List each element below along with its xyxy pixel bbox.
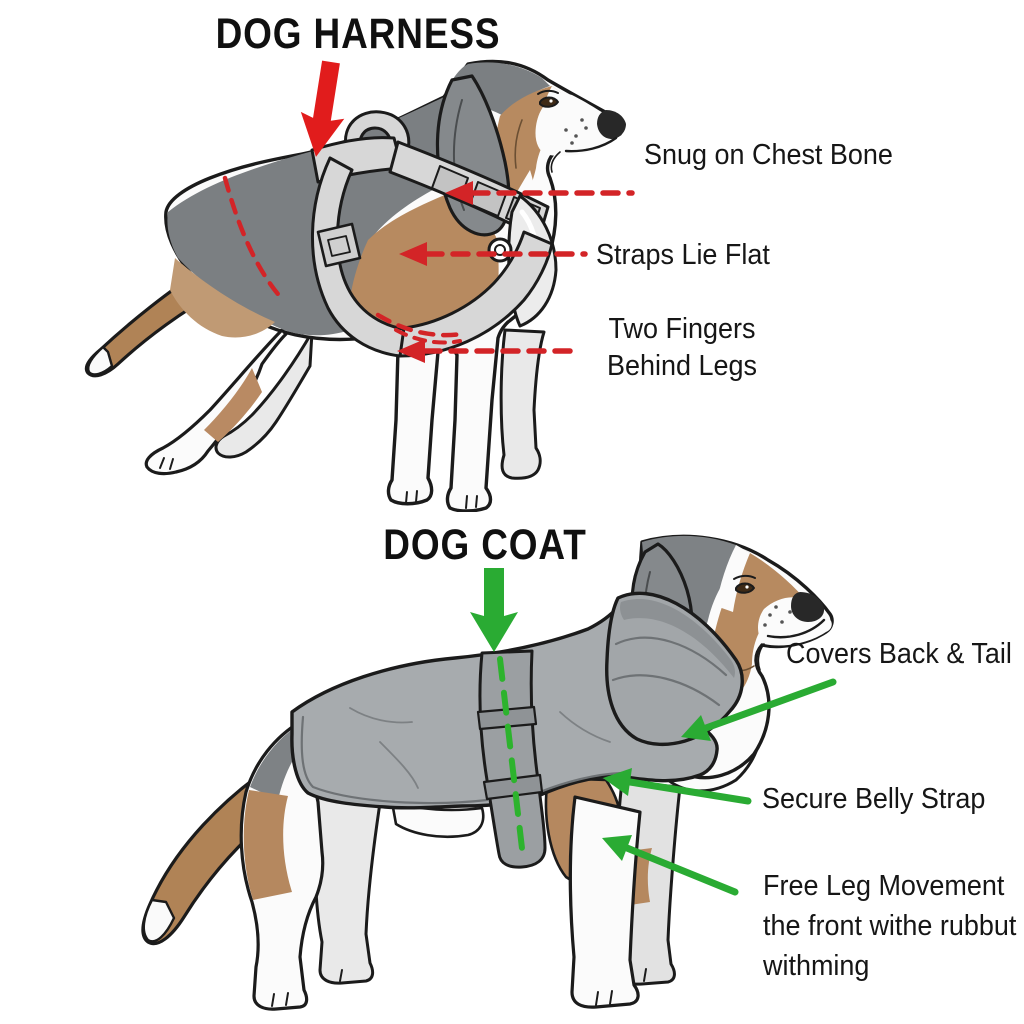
dog2-whisker-dots [763, 605, 792, 627]
harness-title: DOG HARNESS [215, 10, 501, 58]
dog1-chin-line [550, 151, 561, 173]
dashed-girth-curve [394, 328, 462, 345]
dog1-toe-lines [159, 457, 478, 509]
green-arrowhead-icon [602, 835, 632, 861]
green-down-arrow-icon [470, 568, 518, 652]
label-free-leg-movement: Free Leg Movement the front withe rubbut… [763, 870, 1017, 982]
dog2-near-front-leg [568, 795, 642, 1009]
dog2-near-hind-leg [239, 720, 325, 1011]
red-arrowhead-icon [445, 181, 473, 205]
dog1-muzzle [535, 92, 619, 156]
dog1-eye [537, 89, 559, 108]
dashed-girth-curve [375, 312, 465, 338]
harness-annotations [222, 60, 635, 363]
harness-buckle [316, 222, 362, 268]
green-arrowhead-icon [603, 768, 632, 796]
label-snug-chest-bone: Snug on Chest Bone [644, 139, 893, 171]
dog2-belly-white [390, 800, 485, 839]
green-dashed-fit-line [497, 656, 526, 860]
dog1-near-hind-leg [144, 328, 288, 476]
dog1-nose [597, 110, 626, 139]
coat-title: DOG COAT [383, 521, 587, 569]
pointer-leg-movement [623, 844, 739, 896]
coat-annotations [470, 568, 837, 896]
dog1-thigh-patch [170, 258, 275, 338]
dog2-eye [733, 574, 756, 594]
label-straps-lie-flat: Straps Lie Flat [596, 239, 770, 271]
dog2-chin-line [757, 643, 765, 671]
dog1-mouth [564, 136, 618, 153]
green-arrowhead-icon [681, 715, 711, 741]
harness-dog-illustration [84, 59, 635, 512]
dog1-far-front-leg [499, 328, 546, 480]
coat-hem-piping [300, 715, 489, 805]
harness-girth-strap [398, 230, 554, 358]
dog1-far-hind-leg [214, 330, 314, 459]
dog2-mouth [766, 618, 826, 639]
dog1-cheek-line [514, 119, 523, 169]
coat-dog-illustration [141, 534, 837, 1011]
label-covers-back-tail: Covers Back & Tail [786, 638, 1012, 670]
pointer-covers-back [702, 678, 837, 732]
label-secure-belly-strap: Secure Belly Strap [762, 783, 986, 815]
dog2-nose [791, 592, 825, 622]
red-down-arrow-icon [300, 60, 345, 157]
red-arrowhead-icon [397, 339, 425, 363]
dog2-toe-lines [271, 968, 647, 1007]
dog2-blaze [716, 545, 750, 612]
dog1-whisker-dots [564, 118, 588, 145]
strap-slide [482, 773, 544, 801]
harness-d-ring-icon [487, 237, 513, 263]
dashed-girth-arc [222, 175, 286, 303]
pointer-belly-strap [626, 778, 752, 805]
label-two-fingers-behind-legs: Two Fingers Behind Legs [607, 313, 757, 382]
strap-slide [476, 705, 538, 731]
red-arrowhead-icon [399, 242, 427, 266]
